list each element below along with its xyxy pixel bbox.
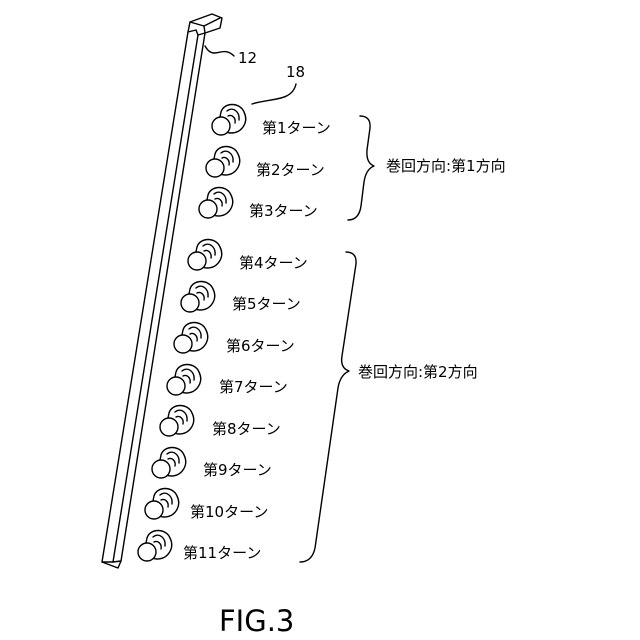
group-2-label: 巻回方向:第2方向 bbox=[358, 363, 478, 381]
coil-turn-3 bbox=[199, 188, 233, 219]
coil-turn-5 bbox=[181, 282, 215, 313]
brace-group-2: 巻回方向:第2方向 bbox=[300, 252, 478, 562]
turn-label-11: 第11ターン bbox=[183, 544, 261, 562]
coil-turn-6 bbox=[174, 323, 208, 354]
turn-label-5: 第5ターン bbox=[232, 295, 301, 313]
coil-turn-2 bbox=[206, 147, 240, 178]
reference-18: 18 bbox=[252, 63, 305, 104]
coil-cross-sections bbox=[138, 105, 246, 562]
coil-turn-4 bbox=[188, 240, 222, 271]
turn-label-3: 第3ターン bbox=[249, 202, 318, 220]
coil-turn-9 bbox=[152, 448, 186, 479]
coil-turn-8 bbox=[160, 406, 194, 437]
turn-label-9: 第9ターン bbox=[203, 461, 272, 479]
coil-turn-11 bbox=[138, 531, 172, 562]
turn-label-7: 第7ターン bbox=[219, 378, 288, 396]
group-1-label: 巻回方向:第1方向 bbox=[386, 157, 506, 175]
reference-12-label: 12 bbox=[238, 49, 257, 67]
brace-group-1: 巻回方向:第1方向 bbox=[348, 116, 506, 220]
turn-label-10: 第10ターン bbox=[190, 503, 268, 521]
reference-18-label: 18 bbox=[286, 63, 305, 81]
reference-12: 12 bbox=[205, 46, 257, 67]
coil-turn-1 bbox=[212, 105, 246, 136]
turn-label-4: 第4ターン bbox=[239, 254, 308, 272]
turn-label-8: 第8ターン bbox=[212, 420, 281, 438]
turn-label-2: 第2ターン bbox=[256, 161, 325, 179]
turn-label-6: 第6ターン bbox=[226, 337, 295, 355]
coil-turn-10 bbox=[145, 489, 179, 520]
coil-turn-7 bbox=[167, 365, 201, 396]
turn-label-1: 第1ターン bbox=[262, 119, 331, 137]
figure-caption: FIG.3 bbox=[219, 604, 294, 638]
